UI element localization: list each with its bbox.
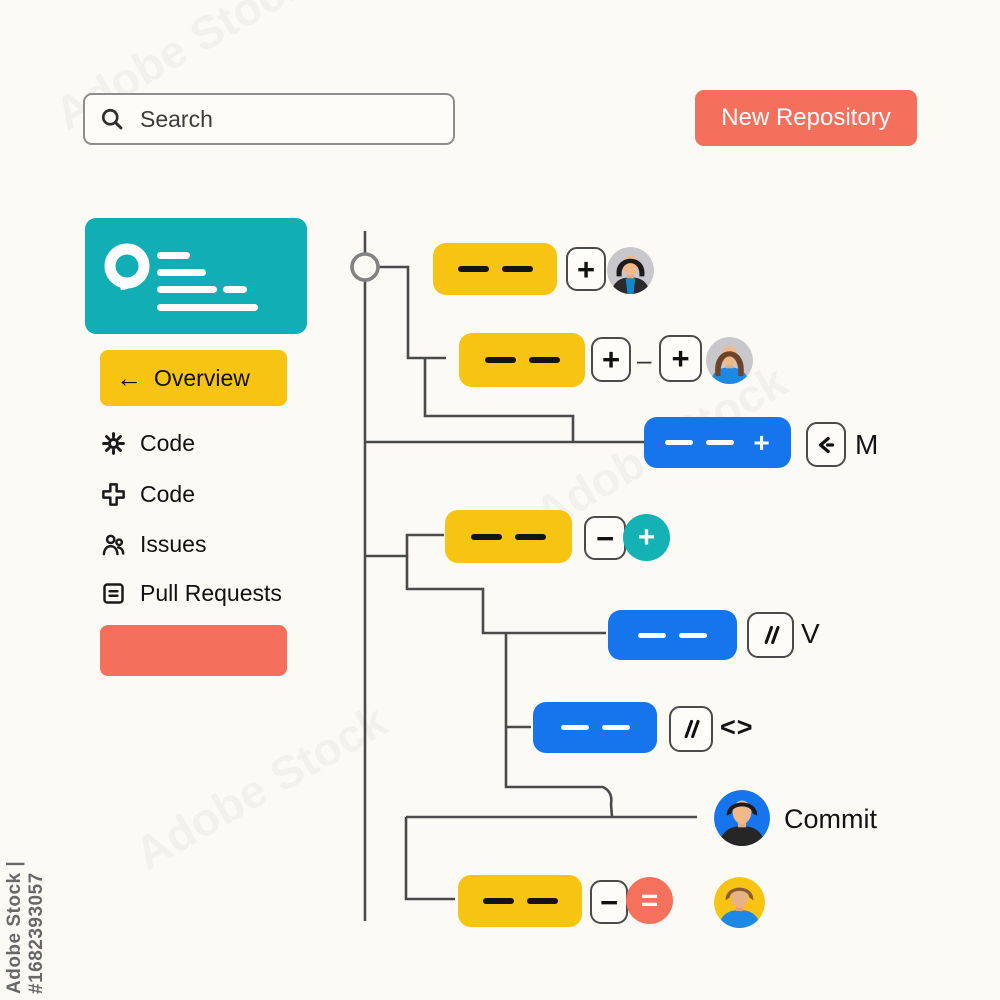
commit-node[interactable] xyxy=(445,510,572,563)
connector-dash: – xyxy=(637,345,652,375)
avatar-man-blue xyxy=(714,790,770,846)
card-text-line xyxy=(157,304,258,311)
overview-button[interactable]: ← Overview xyxy=(100,350,287,406)
diff-badge[interactable] xyxy=(669,706,713,752)
plus-glyph: + xyxy=(753,426,770,458)
card-text-line xyxy=(157,252,190,259)
commit-label: Commit xyxy=(784,804,877,834)
sidebar-item-issues[interactable]: Issues xyxy=(100,527,310,561)
sidebar-item-label: Pull Requests xyxy=(140,579,282,606)
sidebar-item-code-add[interactable]: Code xyxy=(100,477,310,511)
search-bar xyxy=(83,93,455,145)
repo-logo-icon xyxy=(97,240,155,303)
merge-commit-node[interactable]: + xyxy=(644,417,791,468)
avatar-man-yellow xyxy=(714,877,765,928)
card-text-line xyxy=(223,286,247,293)
equals-circle-badge[interactable]: = xyxy=(626,877,673,924)
version-label: V xyxy=(801,618,820,649)
diff-badge[interactable] xyxy=(747,612,794,658)
sidebar-item-pull-requests[interactable]: Pull Requests xyxy=(100,576,310,610)
sidebar-item-code-settings[interactable]: Code xyxy=(100,426,310,460)
watermark: Adobe Stock | #1682393057 xyxy=(4,860,47,994)
overview-label: Overview xyxy=(154,364,250,391)
slashes-icon xyxy=(684,719,700,739)
plus-cross-icon xyxy=(100,481,127,508)
repo-profile-card[interactable] xyxy=(85,218,307,334)
remove-badge[interactable]: − xyxy=(590,880,628,924)
card-text-line xyxy=(157,286,217,293)
sidebar-item-label: Code xyxy=(140,480,195,507)
avatar-woman-dark-hair xyxy=(607,247,654,294)
slashes-icon xyxy=(764,625,780,645)
add-circle-badge[interactable]: + xyxy=(623,514,670,561)
merge-arrow-icon xyxy=(818,436,835,453)
list-icon xyxy=(100,580,127,607)
search-input[interactable] xyxy=(138,104,439,134)
commit-node[interactable] xyxy=(608,610,737,660)
sidebar-action-button[interactable] xyxy=(100,625,287,676)
merge-label: M xyxy=(855,429,879,460)
sidebar-item-label: Code xyxy=(140,429,195,456)
new-repository-button[interactable]: New Repository xyxy=(695,90,917,146)
back-arrow-icon: ← xyxy=(116,362,142,393)
add-badge[interactable]: + xyxy=(566,247,606,291)
commit-node[interactable] xyxy=(459,333,585,387)
merge-badge[interactable] xyxy=(806,422,846,467)
commit-node[interactable] xyxy=(533,702,657,753)
add-badge[interactable]: + xyxy=(659,335,702,382)
people-icon xyxy=(100,531,127,558)
sidebar-item-label: Issues xyxy=(140,530,207,557)
commit-node[interactable] xyxy=(433,243,557,295)
code-brackets-glyph: <> xyxy=(720,712,754,742)
search-icon xyxy=(99,106,126,133)
add-badge[interactable]: + xyxy=(591,337,631,382)
avatar-woman-brown-hair xyxy=(706,337,753,384)
remove-badge[interactable]: − xyxy=(584,516,626,560)
commit-node[interactable] xyxy=(458,875,582,927)
card-text-line xyxy=(157,269,206,276)
gear-icon xyxy=(100,430,127,457)
branch-origin-node[interactable] xyxy=(350,252,380,282)
